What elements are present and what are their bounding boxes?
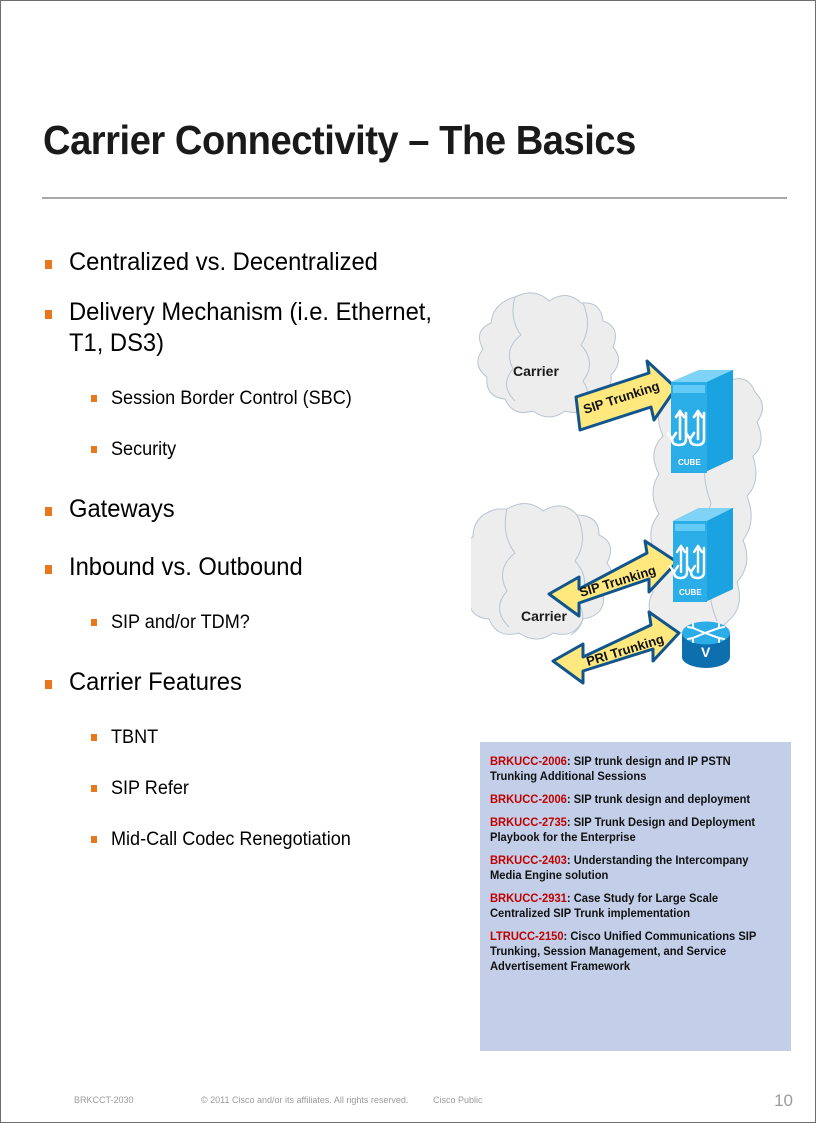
bullet-text: Inbound vs. Outbound (69, 553, 303, 581)
spacer (41, 758, 461, 776)
carrier-cloud-bottom: Carrier (471, 503, 613, 640)
reference-item: BRKUCC-2006: SIP trunk design and deploy… (490, 793, 773, 808)
bullet-text: Mid-Call Codec Renegotiation (111, 829, 351, 850)
reference-separator: : (566, 893, 574, 905)
reference-separator: : (566, 794, 574, 806)
bullet-square-icon (45, 680, 52, 689)
reference-item: BRKUCC-2931: Case Study for Large Scale … (490, 892, 773, 922)
reference-code: BRKUCC-2931 (490, 893, 567, 905)
bullet-item-inbound-outbound: Inbound vs. Outbound (41, 552, 461, 583)
spacer (41, 368, 461, 386)
voice-router-label: V (701, 644, 711, 660)
page-number: 10 (774, 1091, 793, 1110)
spacer (41, 809, 461, 827)
reference-code: LTRUCC-2150 (490, 931, 564, 943)
bullet-list: Centralized vs. Decentralized Delivery M… (41, 247, 461, 860)
reference-title: Cisco Unified Communications SIP Trunkin… (490, 931, 757, 973)
carrier-cloud-bottom-label: Carrier (521, 608, 567, 624)
bullet-item-centralized: Centralized vs. Decentralized (41, 247, 461, 278)
reference-title: Case Study for Large Scale Centralized S… (490, 893, 719, 920)
cube-device-middle: CUBE (668, 508, 733, 602)
bullet-text: Centralized vs. Decentralized (69, 248, 378, 276)
bullet-text: SIP and/or TDM? (111, 612, 250, 633)
carrier-cloud-top-label: Carrier (513, 363, 559, 379)
cube-device-top: CUBE (666, 370, 733, 473)
bullet-text: TBNT (111, 727, 159, 748)
bullet-item-delivery-mechanism: Delivery Mechanism (i.e. Ethernet, T1, D… (41, 297, 461, 359)
voice-router: V (682, 621, 730, 668)
bullet-item-gateways: Gateways (41, 494, 461, 525)
carrier-cloud-top: Carrier (477, 292, 619, 418)
reference-separator: : (566, 817, 574, 829)
spacer (41, 592, 461, 610)
bullet-square-icon (91, 395, 97, 402)
reference-title: SIP Trunk Design and Deployment Playbook… (490, 817, 756, 844)
bullet-item-sip-refer: SIP Refer (41, 776, 461, 801)
footer-copyright: © 2011 Cisco and/or its affiliates. All … (201, 1095, 409, 1105)
cube-device-middle-label: CUBE (679, 588, 702, 597)
bullet-square-icon (91, 446, 97, 453)
reference-separator: : (566, 855, 574, 867)
cube-device-top-label: CUBE (678, 458, 701, 467)
reference-title: SIP trunk design and deployment (573, 794, 751, 806)
bullet-text: SIP Refer (111, 778, 189, 799)
footer-classification: Cisco Public (433, 1095, 483, 1105)
bullet-square-icon (45, 507, 52, 516)
related-sessions-box: BRKUCC-2006: SIP trunk design and IP PST… (480, 742, 791, 1051)
reference-item: LTRUCC-2150: Cisco Unified Communication… (490, 930, 773, 975)
spacer (41, 534, 461, 552)
page-title: Carrier Connectivity – The Basics (43, 117, 636, 163)
bullet-item-security: Security (41, 437, 461, 462)
reference-item: BRKUCC-2735: SIP Trunk Design and Deploy… (490, 816, 773, 846)
reference-code: BRKUCC-2735 (490, 817, 567, 829)
bullet-square-icon (91, 836, 97, 843)
bullet-text: Gateways (69, 495, 175, 523)
spacer (41, 643, 461, 667)
bullet-square-icon (91, 734, 97, 741)
network-diagram: Carrier SIP Trunking (471, 289, 791, 709)
reference-code: BRKUCC-2403 (490, 855, 567, 867)
footer-session-id: BRKCCT-2030 (74, 1095, 134, 1105)
reference-code: BRKUCC-2006 (490, 794, 567, 806)
bullet-item-sip-tdm: SIP and/or TDM? (41, 610, 461, 635)
reference-code: BRKUCC-2006 (490, 756, 567, 768)
title-divider (42, 197, 787, 199)
reference-title: Understanding the Intercompany Media Eng… (490, 855, 749, 882)
bullet-text: Security (111, 439, 177, 460)
bullet-square-icon (45, 310, 52, 319)
reference-item: BRKUCC-2403: Understanding the Intercomp… (490, 854, 773, 884)
spacer (41, 287, 461, 297)
spacer (41, 419, 461, 437)
bullet-text: Session Border Control (SBC) (111, 388, 352, 409)
reference-item: BRKUCC-2006: SIP trunk design and IP PST… (490, 755, 773, 785)
bullet-item-carrier-features: Carrier Features (41, 667, 461, 698)
spacer (41, 470, 461, 494)
bullet-text: Delivery Mechanism (i.e. Ethernet, T1, D… (69, 298, 432, 357)
bullet-item-tbnt: TBNT (41, 725, 461, 750)
reference-title: SIP trunk design and IP PSTN Trunking Ad… (490, 756, 731, 783)
bullet-item-midcall-codec: Mid-Call Codec Renegotiation (41, 827, 461, 852)
bullet-square-icon (91, 785, 97, 792)
slide-footer: BRKCCT-2030 © 2011 Cisco and/or its affi… (1, 1091, 815, 1121)
reference-separator: : (566, 756, 574, 768)
bullet-square-icon (45, 565, 52, 574)
bullet-item-sbc: Session Border Control (SBC) (41, 386, 461, 411)
spacer (41, 707, 461, 725)
bullet-square-icon (45, 260, 52, 269)
bullet-square-icon (91, 619, 97, 626)
bullet-text: Carrier Features (69, 668, 242, 696)
reference-separator: : (563, 931, 571, 943)
